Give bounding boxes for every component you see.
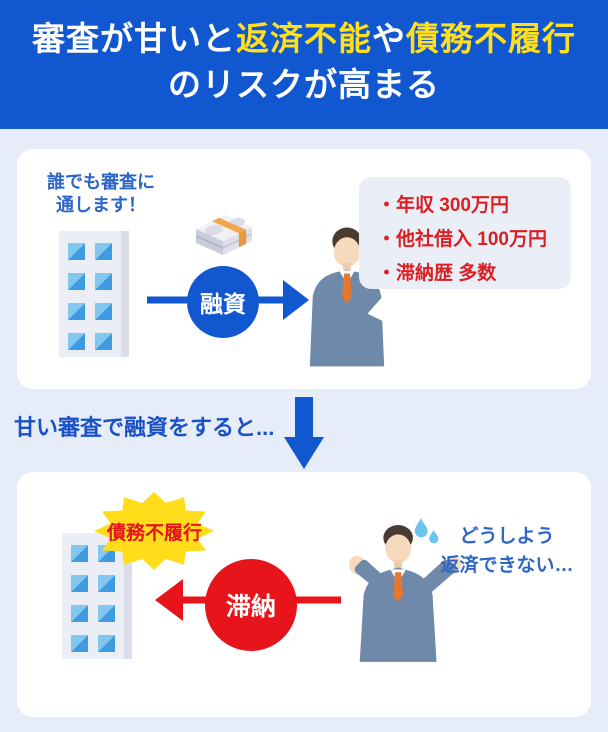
- financing-label-badge: 融資: [187, 266, 259, 338]
- businessman-icon: [309, 227, 385, 367]
- building-icon: [59, 231, 129, 357]
- worry-text: どうしよう 返済できない…: [425, 522, 589, 580]
- title-highlight-repayment: 返済不能: [236, 20, 372, 57]
- lender-claim-text: 誰でも審査に 通します！: [35, 171, 167, 217]
- financing-label: 融資: [200, 291, 246, 317]
- title-line1: 審査が甘いと返済不能や債務不履行: [0, 16, 608, 62]
- burst-label: 債務不履行: [106, 522, 202, 544]
- transition-label: 甘い審査で融資をすると...: [14, 415, 275, 440]
- title-part: や: [372, 20, 406, 57]
- starburst-icon: [94, 492, 214, 570]
- title-part: 審査が甘いと: [32, 20, 236, 57]
- fact-item: ・他社借入 100万円: [377, 229, 547, 250]
- infographic-header: 審査が甘いと返済不能や債務不履行 のリスクが高まる: [0, 0, 608, 129]
- worry-line2: 返済できない…: [440, 555, 574, 576]
- worry-line1: どうしよう: [459, 526, 555, 547]
- claim-line2: 通します！: [56, 195, 146, 215]
- lender-panel: 誰でも審査に 通します！: [17, 149, 591, 389]
- default-panel: 債務不履行 滞納 どうしよう 返済できない…: [17, 472, 591, 717]
- delinquency-label: 滞納: [225, 593, 276, 621]
- claim-line1: 誰でも審査に: [47, 172, 155, 192]
- money-stack-icon: [195, 215, 253, 255]
- borrower-facts-card: ・年収 300万円 ・他社借入 100万円 ・滞納歴 多数: [359, 177, 571, 289]
- building-icon: [62, 533, 132, 659]
- fact-item: ・年収 300万円: [377, 195, 509, 216]
- default-burst: 債務不履行: [92, 490, 217, 572]
- delinquency-label-badge: 滞納: [205, 559, 297, 651]
- fact-item: ・滞納歴 多数: [377, 263, 497, 284]
- down-arrow-icon: [284, 397, 324, 469]
- title-line2: のリスクが高まる: [168, 66, 440, 103]
- sweat-drops-icon: [414, 518, 439, 544]
- worried-businessman-icon: [349, 518, 461, 662]
- title-highlight-default: 債務不履行: [406, 20, 576, 57]
